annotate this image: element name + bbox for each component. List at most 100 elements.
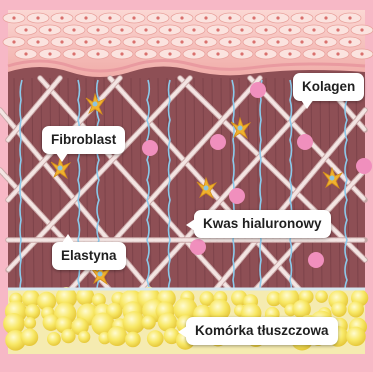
- cell-nucleus: [204, 16, 207, 19]
- cell-nucleus: [36, 40, 39, 43]
- cell-nucleus: [264, 28, 267, 31]
- fat-cell: [21, 328, 39, 346]
- cell-nucleus: [276, 40, 279, 43]
- cell-nucleus: [72, 28, 75, 31]
- cell-nucleus: [336, 52, 339, 55]
- callout-pointer: [178, 326, 187, 338]
- cell-nucleus: [312, 28, 315, 31]
- fat-cell: [147, 330, 164, 347]
- hyaluronic-acid-dot: [229, 188, 245, 204]
- cell-nucleus: [240, 52, 243, 55]
- cell-nucleus: [168, 28, 171, 31]
- cell-nucleus: [84, 40, 87, 43]
- cell-nucleus: [156, 16, 159, 19]
- cell-nucleus: [120, 52, 123, 55]
- hyaluronic-acid-dot: [142, 140, 158, 156]
- hyaluronic-acid-dot: [297, 134, 313, 150]
- label-komorka-tluszczowa: Komórka tłuszczowa: [186, 317, 338, 345]
- fat-cell: [346, 327, 366, 347]
- hyaluronic-acid-dot: [190, 239, 206, 255]
- cell-nucleus: [168, 52, 171, 55]
- cell-nucleus: [252, 16, 255, 19]
- cell-nucleus: [96, 52, 99, 55]
- cell-nucleus: [180, 40, 183, 43]
- fibroblast-nucleus: [204, 186, 209, 191]
- cell-nucleus: [216, 28, 219, 31]
- label-elastyna: Elastyna: [52, 242, 126, 270]
- cell-nucleus: [60, 40, 63, 43]
- cell-nucleus: [132, 40, 135, 43]
- cell-nucleus: [156, 40, 159, 43]
- callout-pointer: [56, 153, 68, 162]
- frame-bottom: [0, 354, 373, 372]
- cell-nucleus: [192, 52, 195, 55]
- label-elastyna-text: Elastyna: [61, 248, 117, 263]
- cell-nucleus: [144, 28, 147, 31]
- fat-cell: [142, 315, 156, 329]
- cell-nucleus: [360, 52, 363, 55]
- cell-nucleus: [72, 52, 75, 55]
- fibroblast-nucleus: [98, 272, 103, 277]
- cell-nucleus: [24, 52, 27, 55]
- cell-nucleus: [48, 28, 51, 31]
- cell-nucleus: [192, 28, 195, 31]
- fat-cell: [331, 302, 346, 317]
- label-kolagen: Kolagen: [293, 73, 364, 101]
- hyaluronic-acid-dot: [356, 158, 372, 174]
- fat-cell: [47, 332, 61, 346]
- cell-nucleus: [228, 16, 231, 19]
- cell-nucleus: [300, 16, 303, 19]
- fat-cell: [78, 331, 90, 343]
- cell-nucleus: [228, 40, 231, 43]
- fibroblast-nucleus: [330, 176, 335, 181]
- cell-nucleus: [24, 28, 27, 31]
- cell-nucleus: [48, 52, 51, 55]
- cell-nucleus: [12, 16, 15, 19]
- label-fibroblast: Fibroblast: [42, 126, 125, 154]
- cell-nucleus: [288, 28, 291, 31]
- cell-nucleus: [60, 16, 63, 19]
- fat-cell: [61, 329, 75, 343]
- cell-nucleus: [324, 40, 327, 43]
- cell-nucleus: [36, 16, 39, 19]
- fat-cell: [125, 332, 141, 348]
- fibroblast-nucleus: [238, 126, 243, 131]
- cell-nucleus: [12, 40, 15, 43]
- cell-nucleus: [324, 16, 327, 19]
- hyaluronic-acid-dot: [250, 82, 266, 98]
- cell-nucleus: [120, 28, 123, 31]
- cell-nucleus: [96, 28, 99, 31]
- hyaluronic-acid-dot: [308, 252, 324, 268]
- cell-nucleus: [84, 16, 87, 19]
- label-kolagen-text: Kolagen: [302, 79, 355, 94]
- cell-nucleus: [360, 28, 363, 31]
- cell-nucleus: [144, 52, 147, 55]
- fat-cell: [348, 301, 364, 317]
- cell-nucleus: [276, 16, 279, 19]
- fat-cell: [24, 317, 36, 329]
- cell-nucleus: [132, 16, 135, 19]
- label-tluszcz-text: Komórka tłuszczowa: [195, 323, 329, 338]
- callout-pointer: [301, 100, 313, 109]
- fat-cell: [25, 304, 40, 319]
- fat-cell: [107, 326, 127, 346]
- cell-nucleus: [312, 52, 315, 55]
- cell-nucleus: [180, 16, 183, 19]
- cell-nucleus: [252, 40, 255, 43]
- label-kwas-hialuronowy: Kwas hialuronowy: [194, 210, 331, 238]
- cell-nucleus: [288, 52, 291, 55]
- cell-nucleus: [348, 40, 351, 43]
- cell-nucleus: [336, 28, 339, 31]
- fibroblast-nucleus: [93, 102, 98, 107]
- label-fibroblast-text: Fibroblast: [51, 132, 116, 147]
- cell-nucleus: [204, 40, 207, 43]
- cell-nucleus: [264, 52, 267, 55]
- callout-pointer: [186, 219, 195, 231]
- fat-cell: [315, 290, 328, 303]
- fibroblast-nucleus: [58, 166, 63, 171]
- callout-pointer: [62, 234, 74, 243]
- cell-nucleus: [348, 16, 351, 19]
- cell-nucleus: [216, 52, 219, 55]
- cell-nucleus: [240, 28, 243, 31]
